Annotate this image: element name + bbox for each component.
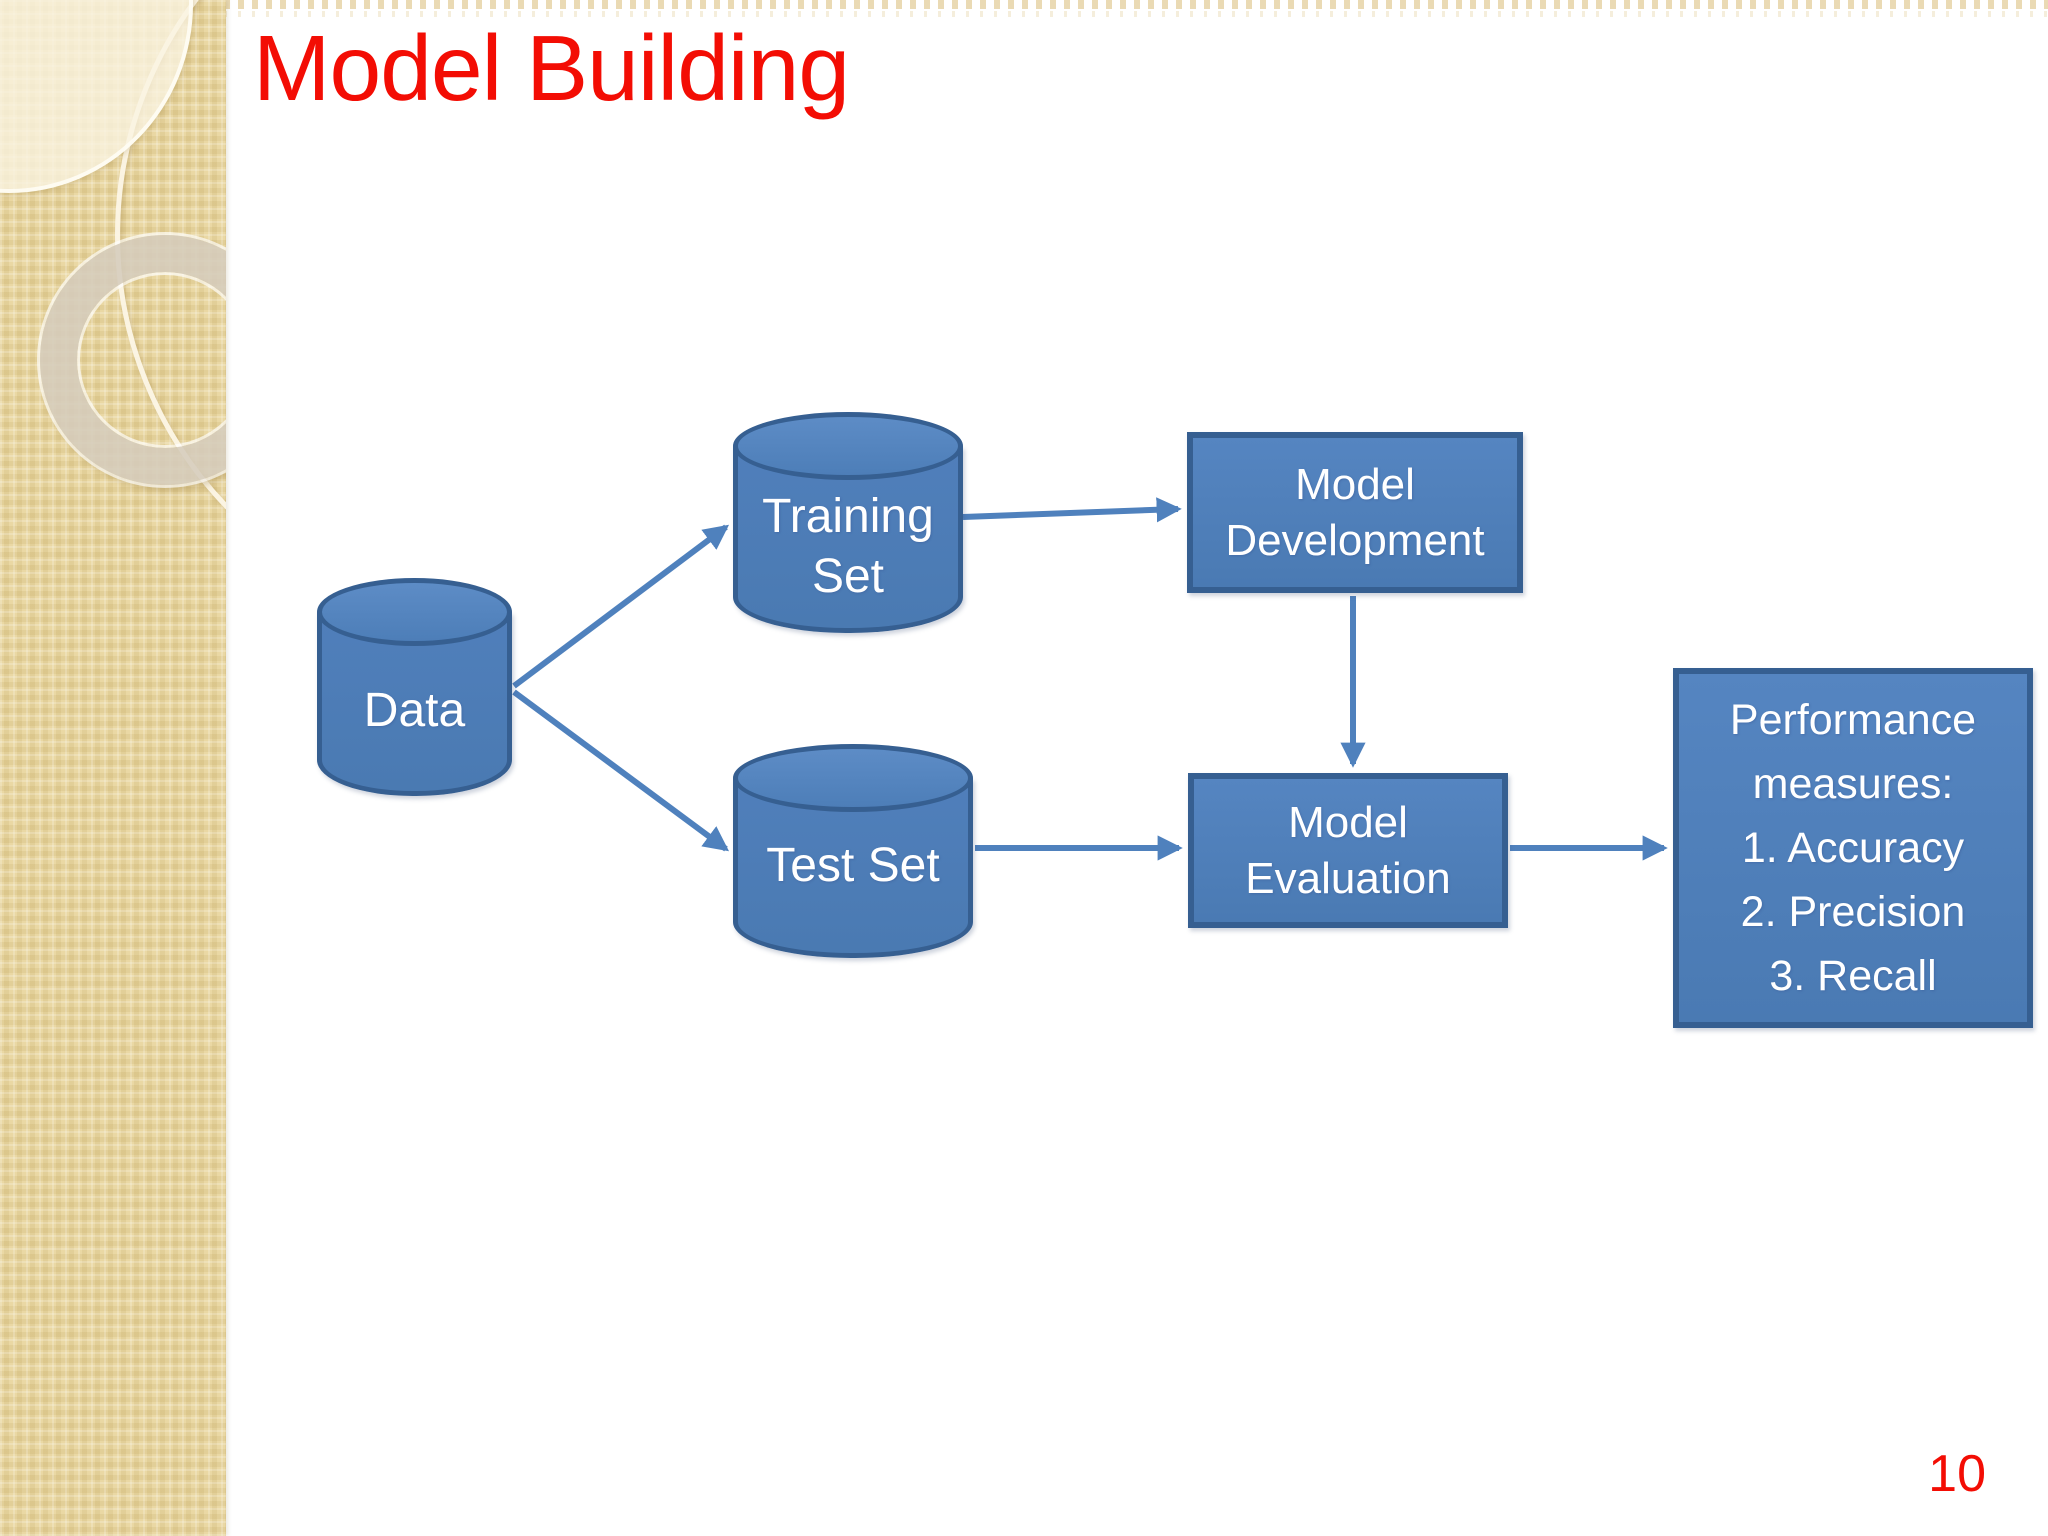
model-development-label-line2: Development: [1225, 515, 1485, 565]
model-evaluation-node: Model Evaluation: [1188, 773, 1508, 928]
decorative-sidebar: [0, 0, 226, 1536]
slide-title: Model Building: [253, 16, 850, 120]
top-texture-strip-2: [0, 11, 2048, 17]
test-set-cylinder-node: Test Set: [733, 744, 973, 958]
training-set-cylinder-top-ellipse: [733, 412, 963, 480]
test-set-cylinder-top-ellipse: [733, 744, 973, 812]
model-evaluation-label-line1: Model: [1288, 797, 1408, 847]
model-evaluation-label-line2: Evaluation: [1245, 853, 1451, 903]
sidebar-ring-decoration: [40, 235, 226, 485]
model-development-label-line1: Model: [1295, 459, 1415, 509]
performance-measures-line-5: 3. Recall: [1769, 952, 1937, 1000]
performance-measures-node: Performance measures: 1. Accuracy 2. Pre…: [1673, 668, 2033, 1028]
page-number: 10: [1928, 1445, 1986, 1503]
test-set-node-label: Test Set: [766, 839, 940, 892]
training-set-label-line1: Training: [762, 489, 934, 543]
performance-measures-line-2: measures:: [1752, 760, 1954, 808]
top-texture-strip: [0, 0, 2048, 9]
model-development-node: Model Development: [1187, 432, 1523, 593]
performance-measures-line-3: 1. Accuracy: [1741, 824, 1965, 872]
arrow-data-to-training-set: [512, 524, 730, 689]
performance-measures-line-4: 2. Precision: [1740, 888, 1966, 936]
data-cylinder-node: Data: [317, 578, 512, 796]
training-set-label-line2: Set: [811, 549, 885, 603]
performance-measures-line-1: Performance: [1729, 696, 1977, 744]
arrow-training-set-to-model-development: [962, 497, 1182, 523]
training-set-cylinder-node: Training Set: [733, 412, 963, 633]
data-node-label: Data: [363, 684, 466, 737]
arrow-data-to-test-set: [512, 689, 730, 852]
data-cylinder-top-ellipse: [317, 578, 512, 646]
